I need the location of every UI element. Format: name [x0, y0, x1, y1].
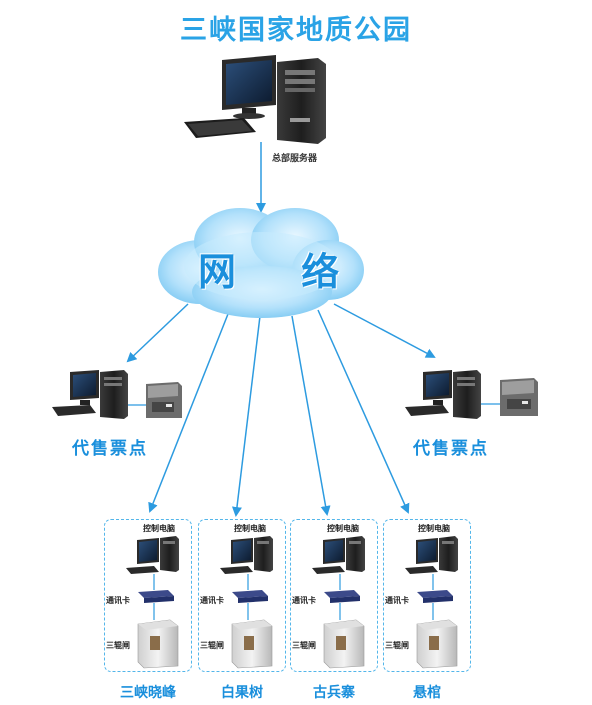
site-3-control-pc-icon — [312, 536, 365, 574]
site-3-comm-card-icon — [324, 590, 360, 603]
site-4-name: 悬棺 — [413, 685, 441, 701]
site-1-turnstile-icon — [137, 619, 179, 669]
site-3-turnstile-icon — [323, 619, 365, 669]
server-label: 总部服务器 — [272, 154, 318, 164]
ticket-printer-right-icon — [500, 378, 538, 416]
site-2-turnstile-label: 三辊闸 — [200, 641, 224, 650]
network-to-agent-left-arrow — [126, 303, 189, 363]
ticket-agent-left-label: 代售票点 — [72, 439, 148, 459]
network-to-site-3-arrow — [291, 315, 331, 516]
site-2-control-pc-icon — [220, 536, 273, 574]
site-box-3 — [290, 519, 378, 672]
network-to-site-2-arrow — [231, 315, 261, 517]
network-to-agent-right-arrow — [333, 303, 436, 358]
site-4-comm-card-icon — [417, 590, 453, 603]
ticket-agent-right-label: 代售票点 — [413, 439, 489, 459]
site-1-comm-card-label: 通讯卡 — [106, 596, 130, 605]
site-2-turnstile-icon — [231, 619, 273, 669]
network-to-site-1-arrow — [148, 313, 229, 513]
site-1-turnstile-label: 三辊闸 — [106, 641, 130, 650]
site-4-comm-card-label: 通讯卡 — [385, 596, 409, 605]
site-1-name: 三峡晓峰 — [120, 685, 176, 701]
site-2-comm-card-label: 通讯卡 — [200, 596, 224, 605]
site-2-comm-card-icon — [232, 590, 268, 603]
site-3-turnstile-label: 三辊闸 — [292, 641, 316, 650]
site-4-turnstile-icon — [416, 619, 458, 669]
ticket-printer-left-icon — [146, 382, 182, 418]
site-4-turnstile-label: 三辊闸 — [385, 641, 409, 650]
site-box-1 — [104, 519, 192, 672]
site-4-control-pc-label: 控制电脑 — [418, 524, 450, 533]
site-3-name: 古兵寨 — [313, 685, 355, 701]
site-3-control-pc-label: 控制电脑 — [327, 524, 359, 533]
site-2-control-pc-label: 控制电脑 — [234, 524, 266, 533]
network-label: 网 络 — [198, 250, 366, 294]
network-cloud — [158, 208, 364, 318]
site-box-4 — [383, 519, 471, 672]
site-3-comm-card-label: 通讯卡 — [292, 596, 316, 605]
ticket-agent-right-computer-icon — [405, 370, 481, 419]
server-computer-icon — [184, 55, 326, 144]
site-4-control-pc-icon — [405, 536, 458, 574]
page-title: 三峡国家地质公园 — [180, 15, 412, 46]
network-to-site-4-arrow — [317, 309, 410, 514]
site-1-comm-card-icon — [138, 590, 174, 603]
site-box-2 — [198, 519, 286, 672]
site-1-control-pc-label: 控制电脑 — [143, 524, 175, 533]
site-1-control-pc-icon — [126, 536, 179, 574]
ticket-agent-left-computer-icon — [52, 370, 128, 419]
site-2-name: 白果树 — [221, 685, 263, 701]
